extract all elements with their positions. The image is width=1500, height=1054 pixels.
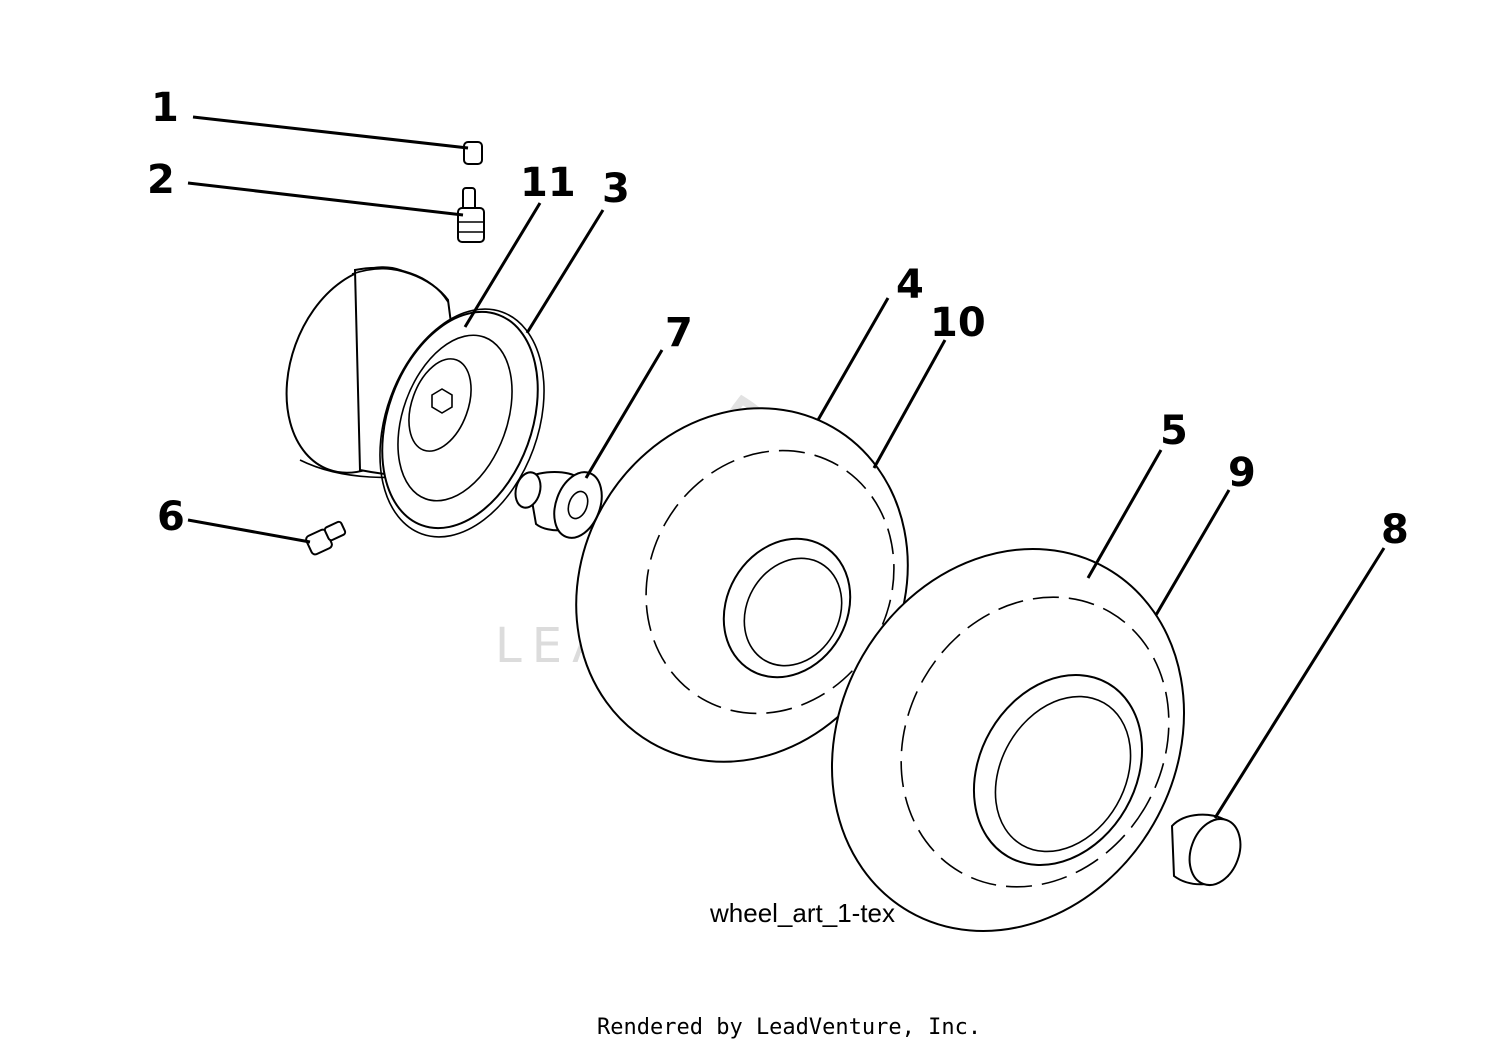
leader-lines bbox=[187, 115, 1386, 819]
callout-8: 8 bbox=[1381, 507, 1409, 553]
art-label: wheel_art_1-tex bbox=[709, 898, 895, 928]
footer-credit: Rendered by LeadVenture, Inc. bbox=[597, 1015, 981, 1040]
callout-5: 5 bbox=[1160, 408, 1188, 454]
axle-cap-part bbox=[1170, 813, 1242, 886]
o-ring-part bbox=[379, 308, 545, 538]
callout-6: 6 bbox=[157, 494, 185, 540]
valve-stem-part bbox=[457, 187, 485, 243]
bushing-part bbox=[514, 471, 603, 539]
callout-10: 10 bbox=[930, 300, 986, 346]
valve-cap-part bbox=[463, 141, 483, 165]
front-tire-part bbox=[575, 407, 909, 763]
callout-2: 2 bbox=[147, 157, 175, 203]
callout-4: 4 bbox=[896, 262, 924, 308]
callout-7: 7 bbox=[665, 310, 693, 356]
rear-tire-part bbox=[831, 548, 1185, 932]
grease-fitting-part bbox=[305, 520, 347, 556]
callout-1: 1 bbox=[151, 85, 179, 131]
callout-11: 11 bbox=[520, 160, 576, 206]
callout-3: 3 bbox=[602, 166, 630, 212]
callout-9: 9 bbox=[1228, 450, 1256, 496]
